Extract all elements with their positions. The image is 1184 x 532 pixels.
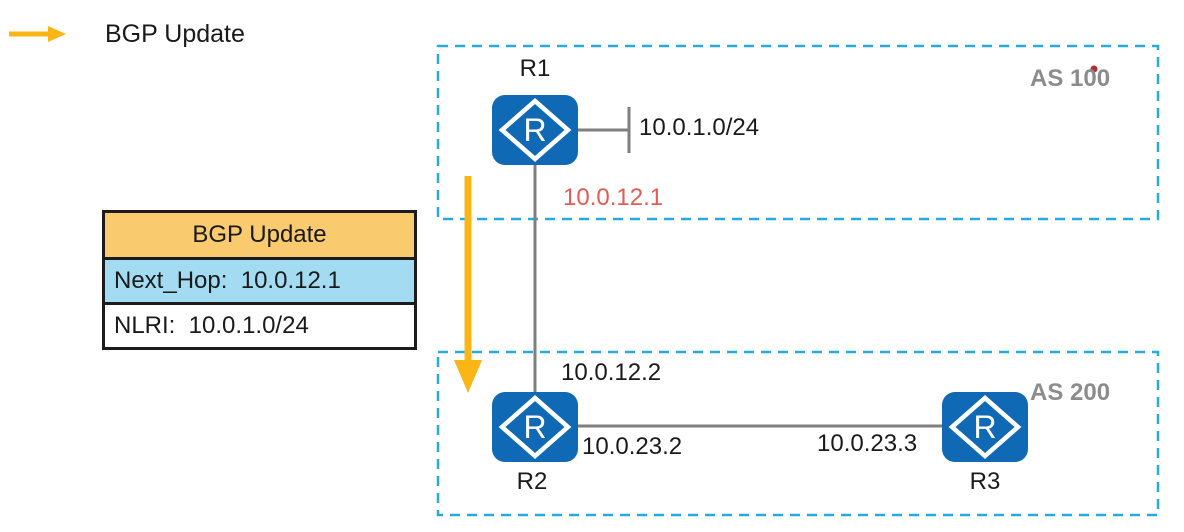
router-icon-letter: R xyxy=(523,112,546,148)
r3-interface-ip-to-r2-label: 10.0.23.3 xyxy=(817,430,918,457)
bgp-update-table-header: BGP Update xyxy=(105,213,414,257)
legend-label: BGP Update xyxy=(105,20,245,48)
yellow-right-arrowhead-icon xyxy=(48,26,66,42)
as100-label: AS 100 xyxy=(1030,65,1111,92)
red-dot-marker xyxy=(1090,65,1098,73)
bgp-update-table-row-nexthop: Next_Hop: 10.0.12.1 xyxy=(105,257,414,302)
as200-boundary-box xyxy=(436,350,1160,517)
bgp-update-table: BGP Update Next_Hop: 10.0.12.1 NLRI: 10.… xyxy=(102,210,417,350)
router-icon-letter: R xyxy=(523,409,546,445)
router-r1-label: R1 xyxy=(519,55,551,82)
router-r1: R xyxy=(492,95,578,165)
r1-stub-network-label: 10.0.1.0/24 xyxy=(639,114,760,141)
router-icon: R xyxy=(498,98,572,162)
as100-boundary-box xyxy=(436,44,1160,221)
router-r3-label: R3 xyxy=(969,468,1001,495)
bgp-update-table-row-nlri: NLRI: 10.0.1.0/24 xyxy=(105,302,414,347)
router-diamond-icon xyxy=(948,395,1022,459)
router-diamond-icon xyxy=(498,395,572,459)
router-r3: R xyxy=(942,392,1028,462)
router-diamond-icon xyxy=(498,98,572,162)
bgp-update-flow-arrowhead xyxy=(454,360,482,393)
r2-interface-ip-to-r3-label: 10.0.23.2 xyxy=(582,433,683,460)
router-r2: R xyxy=(492,392,578,462)
router-icon: R xyxy=(498,395,572,459)
router-r2-label: R2 xyxy=(516,468,548,495)
r1-interface-ip-label: 10.0.12.1 xyxy=(563,184,664,211)
router-icon: R xyxy=(948,395,1022,459)
router-icon-letter: R xyxy=(973,409,996,445)
r2-interface-ip-to-r1-label: 10.0.12.2 xyxy=(561,359,662,386)
as200-label: AS 200 xyxy=(1030,379,1111,406)
